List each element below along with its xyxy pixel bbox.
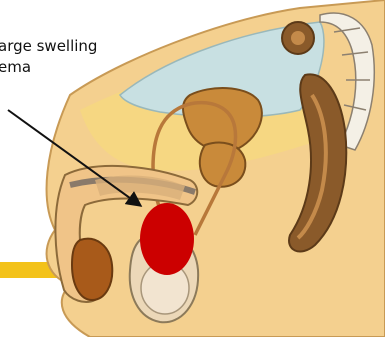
annotation-label: arge swelling ema <box>0 36 148 78</box>
annotation-line-2: ema <box>0 57 148 78</box>
annotation-line-1: arge swelling <box>0 36 148 57</box>
swelling-marker <box>140 203 194 275</box>
glans <box>72 239 112 300</box>
